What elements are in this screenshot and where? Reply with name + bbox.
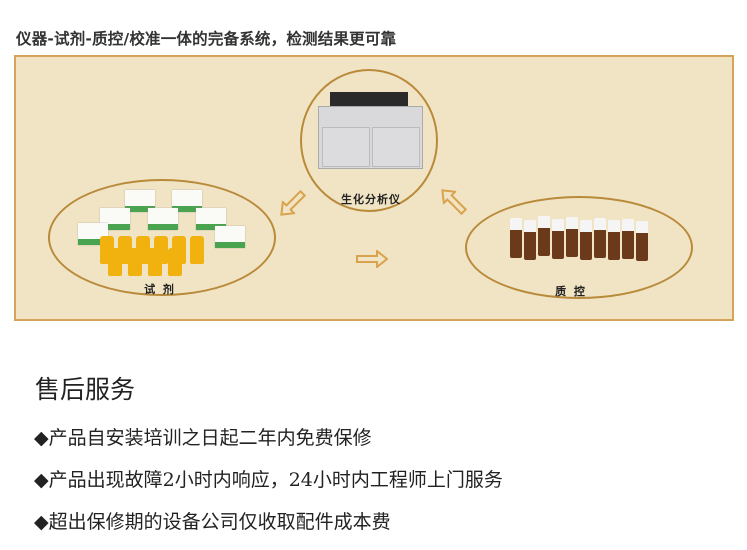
reagent-label: 试 剂 (144, 283, 176, 296)
service-item: ◆产品出现故障2小时内响应，24小时内工程师上门服务 (34, 469, 503, 491)
page-heading: 仪器-试剂-质控/校准一体的完备系统，检测结果更可靠 (16, 30, 397, 48)
arrow-right-icon (356, 250, 389, 268)
after-sales-title: 售后服务 (35, 375, 136, 404)
arrow-down-left-icon (280, 189, 307, 216)
arrow-up-left-icon (441, 189, 468, 216)
service-item: ◆超出保修期的设备公司仅收取配件成本费 (34, 511, 391, 533)
reagent-oval (48, 179, 276, 296)
analyzer-oval (300, 69, 438, 212)
biochemical-analyzer-image (318, 92, 423, 174)
qc-oval (465, 196, 693, 299)
service-item: ◆产品自安装培训之日起二年内免费保修 (34, 427, 372, 449)
analyzer-label: 生化分析仪 (341, 193, 401, 206)
qc-label: 质 控 (555, 285, 587, 298)
